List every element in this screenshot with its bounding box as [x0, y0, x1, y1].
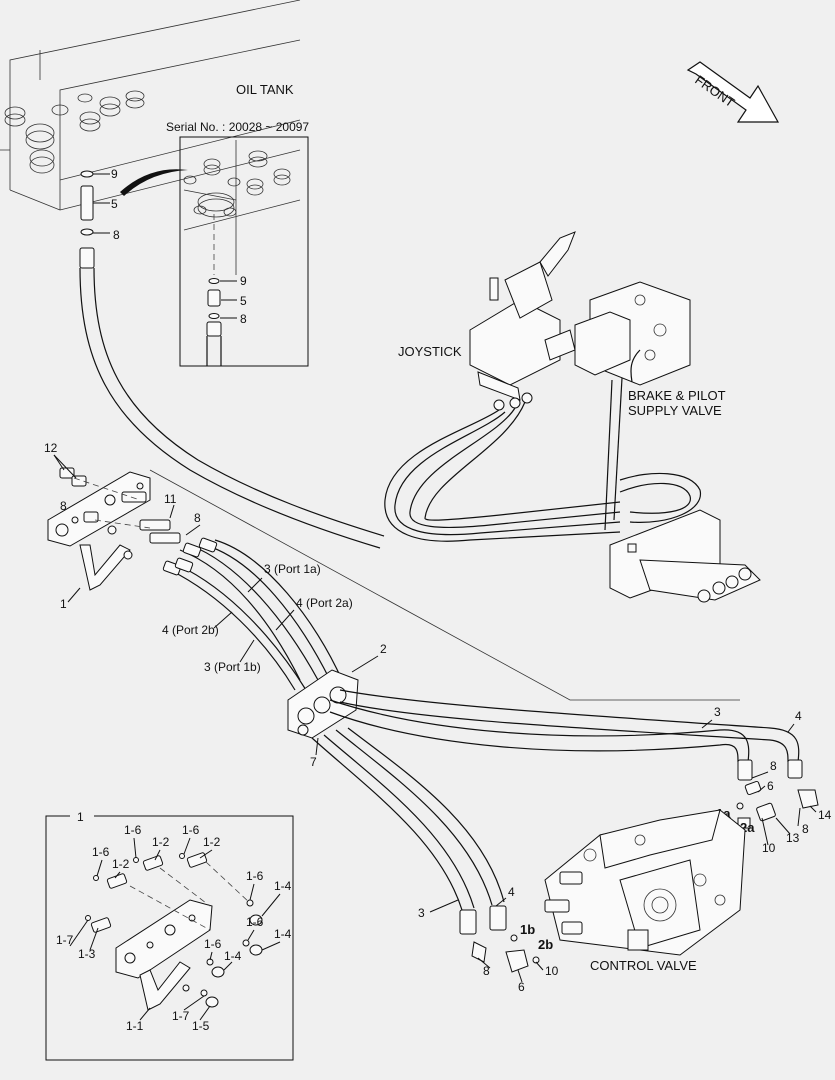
tank-fittings	[79, 170, 110, 269]
detail-1-2-b: 1-2	[203, 835, 221, 849]
callout-r10: 10	[762, 841, 776, 855]
bracket-hoses	[162, 537, 343, 691]
brake-label-line2: SUPPLY VALVE	[628, 403, 722, 418]
detail-1-6-a: 1-6	[124, 823, 142, 837]
serial-label: Serial No. : 20028 ~ 20097	[166, 120, 309, 134]
detail-box-1	[45, 815, 294, 1061]
detail-1-6-e: 1-6	[246, 915, 264, 929]
detail-bracket	[115, 899, 213, 1011]
callout-b10: 10	[545, 964, 559, 978]
bracket-leaders	[53, 454, 201, 603]
detail-1-5: 1-5	[192, 1019, 210, 1033]
pilot-block-bracket	[47, 471, 151, 591]
callout-tank-5: 5	[111, 197, 118, 211]
callout-inset-5: 5	[240, 294, 247, 308]
detail-1-6-b: 1-6	[182, 823, 200, 837]
brake-label-line1: BRAKE & PILOT	[628, 388, 726, 403]
detail-1-4-c: 1-4	[224, 949, 242, 963]
bottom-leaders	[429, 897, 544, 983]
callout-4-port-2b: 4 (Port 2b)	[162, 623, 219, 637]
oil-tank-label: OIL TANK	[236, 82, 294, 97]
callout-tank-9: 9	[111, 167, 118, 181]
callout-1: 1	[60, 597, 67, 611]
callout-b3: 3	[418, 906, 425, 920]
callout-tank-8: 8	[113, 228, 120, 242]
hoses-to-control-valve-right	[329, 689, 819, 829]
callout-r3: 3	[714, 705, 721, 719]
pilot-manifold	[609, 509, 761, 603]
hose-clamp-plate	[287, 669, 359, 739]
detail-1-2-c: 1-2	[112, 857, 130, 871]
hoses-to-control-valve-left	[311, 727, 540, 973]
bracket-fittings	[59, 467, 181, 544]
port-leaders	[213, 577, 295, 663]
callout-r8b: 8	[802, 822, 809, 836]
detail-box-number: 1	[77, 810, 84, 824]
callout-inset-8: 8	[240, 312, 247, 326]
detail-1-7-b: 1-7	[172, 1009, 190, 1023]
callout-inset-9: 9	[240, 274, 247, 288]
brake-pilot-supply-valve	[574, 281, 691, 386]
callout-b6: 6	[518, 980, 525, 994]
callout-b8: 8	[483, 964, 490, 978]
clamp-leaders	[315, 655, 379, 756]
right-leaders	[701, 719, 817, 846]
detail-box-label-bg	[70, 810, 94, 822]
joystick-label: JOYSTICK	[398, 344, 462, 359]
leader-line	[149, 469, 740, 701]
callout-3-port-1a: 3 (Port 1a)	[264, 562, 321, 576]
detail-leaders	[69, 837, 281, 1021]
callout-7: 7	[310, 755, 317, 769]
detail-1-6-d: 1-6	[246, 869, 264, 883]
callout-4-port-2a: 4 (Port 2a)	[296, 596, 353, 610]
callout-b1b: 1b	[520, 922, 535, 937]
front-arrow	[686, 61, 780, 123]
callout-r13: 13	[786, 831, 800, 845]
callout-b4: 4	[508, 885, 515, 899]
callout-8-lower: 8	[194, 511, 201, 525]
detail-1-3: 1-3	[78, 947, 96, 961]
inset-pointer-arrow	[120, 169, 188, 196]
serial-inset-box	[179, 136, 309, 367]
callout-r4: 4	[795, 709, 802, 723]
callout-11: 11	[164, 492, 177, 506]
joystick-to-manifold-hoses	[384, 349, 701, 542]
joystick-assembly	[469, 231, 576, 411]
callout-3-port-1b: 3 (Port 1b)	[204, 660, 261, 674]
inset-tank	[183, 140, 301, 366]
detail-1-1: 1-1	[126, 1019, 144, 1033]
control-valve-body	[544, 809, 746, 956]
detail-1-6-c: 1-6	[92, 845, 110, 859]
detail-1-4-b: 1-4	[274, 927, 292, 941]
detail-1-6-f: 1-6	[204, 937, 222, 951]
detail-1-7-a: 1-7	[56, 933, 74, 947]
callout-r14: 14	[818, 808, 832, 822]
detail-1-2-a: 1-2	[152, 835, 170, 849]
control-valve-label: CONTROL VALVE	[590, 958, 697, 973]
tank-supply-hose	[79, 267, 385, 549]
callout-12: 12	[44, 441, 58, 455]
callout-2: 2	[380, 642, 387, 656]
callout-b2b: 2b	[538, 937, 553, 952]
callout-8-upper: 8	[60, 499, 67, 513]
callout-r8: 8	[770, 759, 777, 773]
detail-1-4-a: 1-4	[274, 879, 292, 893]
oil-tank	[0, 0, 301, 211]
callout-r6: 6	[767, 779, 774, 793]
